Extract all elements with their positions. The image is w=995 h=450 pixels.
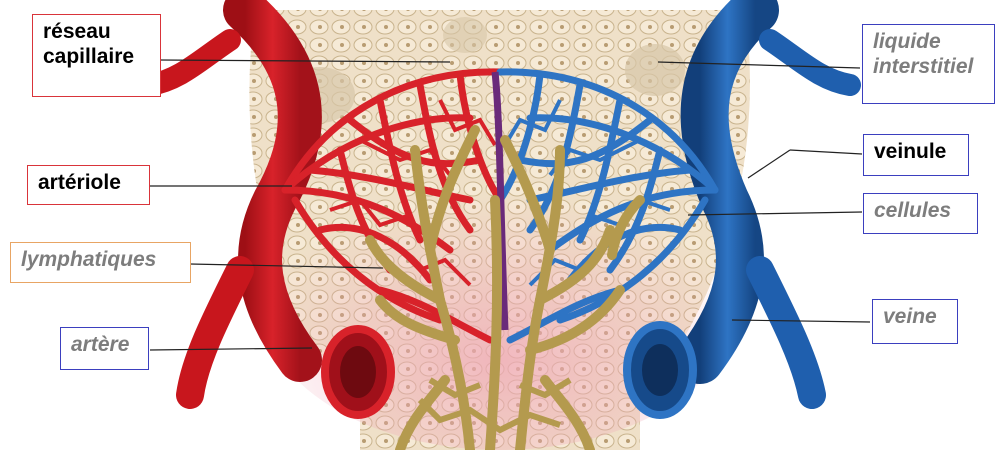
label-liquide-interstitiel: liquide interstitiel <box>862 24 995 104</box>
label-artere: artère <box>60 327 149 370</box>
label-reseau-capillaire: réseau capillaire <box>32 14 161 97</box>
label-veinule: veinule <box>863 134 969 176</box>
label-veine: veine <box>872 299 958 344</box>
label-lymphatiques: lymphatiques <box>10 242 191 283</box>
label-cellules: cellules <box>863 193 978 234</box>
label-arteriole: artériole <box>27 165 150 205</box>
